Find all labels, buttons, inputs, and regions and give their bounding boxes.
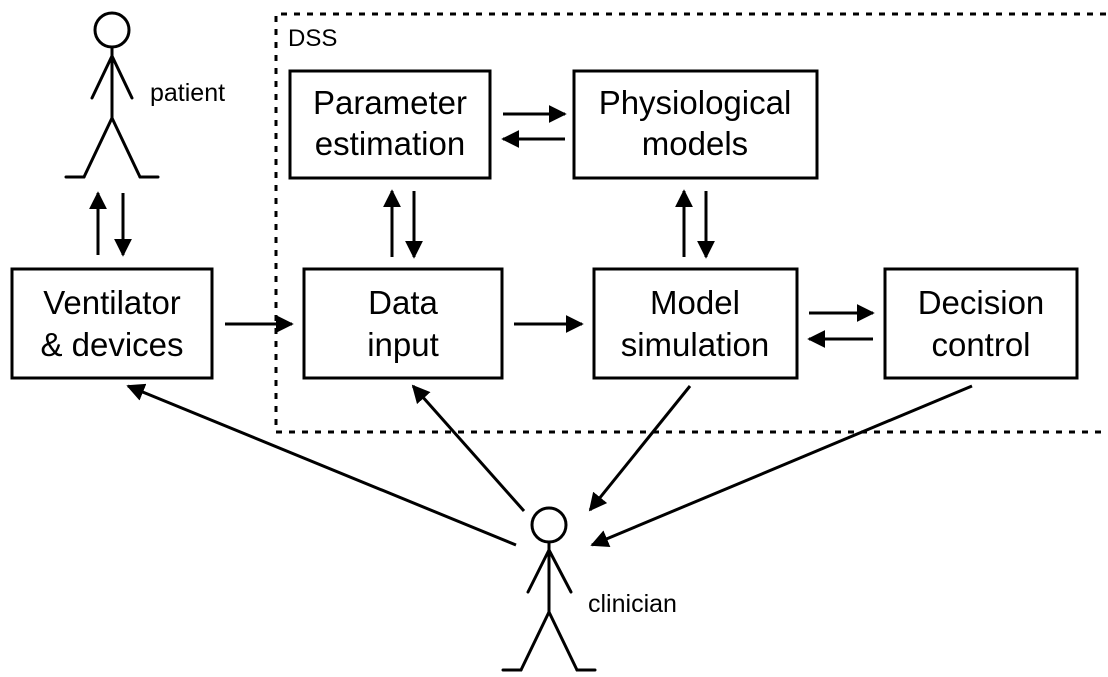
box-ventilator-line2: & devices bbox=[40, 326, 183, 363]
arrow-decision-to-clinician bbox=[590, 384, 973, 548]
box-model-simulation: Model simulation bbox=[592, 267, 799, 380]
box-ventilator-line1: Ventilator bbox=[43, 284, 181, 321]
patient-head bbox=[93, 11, 131, 49]
patient-left-arm bbox=[90, 54, 114, 100]
patient-figure: patient bbox=[64, 11, 225, 179]
box-parameter-estimation: Parameter estimation bbox=[288, 69, 492, 180]
connectors bbox=[89, 105, 973, 548]
patient-left-leg bbox=[82, 116, 114, 179]
box-data-input-line1: Data bbox=[368, 284, 438, 321]
patient-label: patient bbox=[150, 79, 225, 107]
clinician-right-leg bbox=[547, 610, 579, 672]
clinician-figure: clinician bbox=[501, 506, 677, 672]
clinician-left-leg bbox=[519, 610, 551, 672]
patient-right-leg bbox=[110, 116, 142, 179]
dss-label: DSS bbox=[288, 25, 337, 52]
box-data-input: Data input bbox=[302, 267, 504, 380]
box-decision-control-line2: control bbox=[931, 326, 1030, 363]
box-data-input-line2: input bbox=[367, 326, 439, 363]
box-physiological-models: Physiological models bbox=[572, 69, 819, 180]
arrow-clinician-to-data-input bbox=[411, 384, 526, 512]
box-physiological-models-line2: models bbox=[642, 125, 748, 162]
box-decision-control: Decision control bbox=[883, 267, 1079, 380]
box-model-simulation-line1: Model bbox=[650, 284, 740, 321]
clinician-left-arm bbox=[526, 548, 551, 594]
box-physiological-models-line1: Physiological bbox=[599, 84, 792, 121]
clinician-right-arm bbox=[547, 548, 573, 594]
box-parameter-estimation-line1: Parameter bbox=[313, 84, 467, 121]
clinician-label: clinician bbox=[588, 590, 677, 618]
box-parameter-estimation-line2: estimation bbox=[315, 125, 465, 162]
box-model-simulation-line2: simulation bbox=[621, 326, 770, 363]
box-decision-control-line1: Decision bbox=[918, 284, 1045, 321]
clinician-head bbox=[530, 506, 568, 544]
dss-region: DSS bbox=[274, 12, 1106, 434]
box-ventilator: Ventilator & devices bbox=[10, 267, 214, 380]
arrow-clinician-to-ventilator bbox=[126, 383, 517, 547]
patient-right-arm bbox=[110, 54, 134, 100]
arrow-simulation-to-clinician bbox=[588, 385, 692, 512]
